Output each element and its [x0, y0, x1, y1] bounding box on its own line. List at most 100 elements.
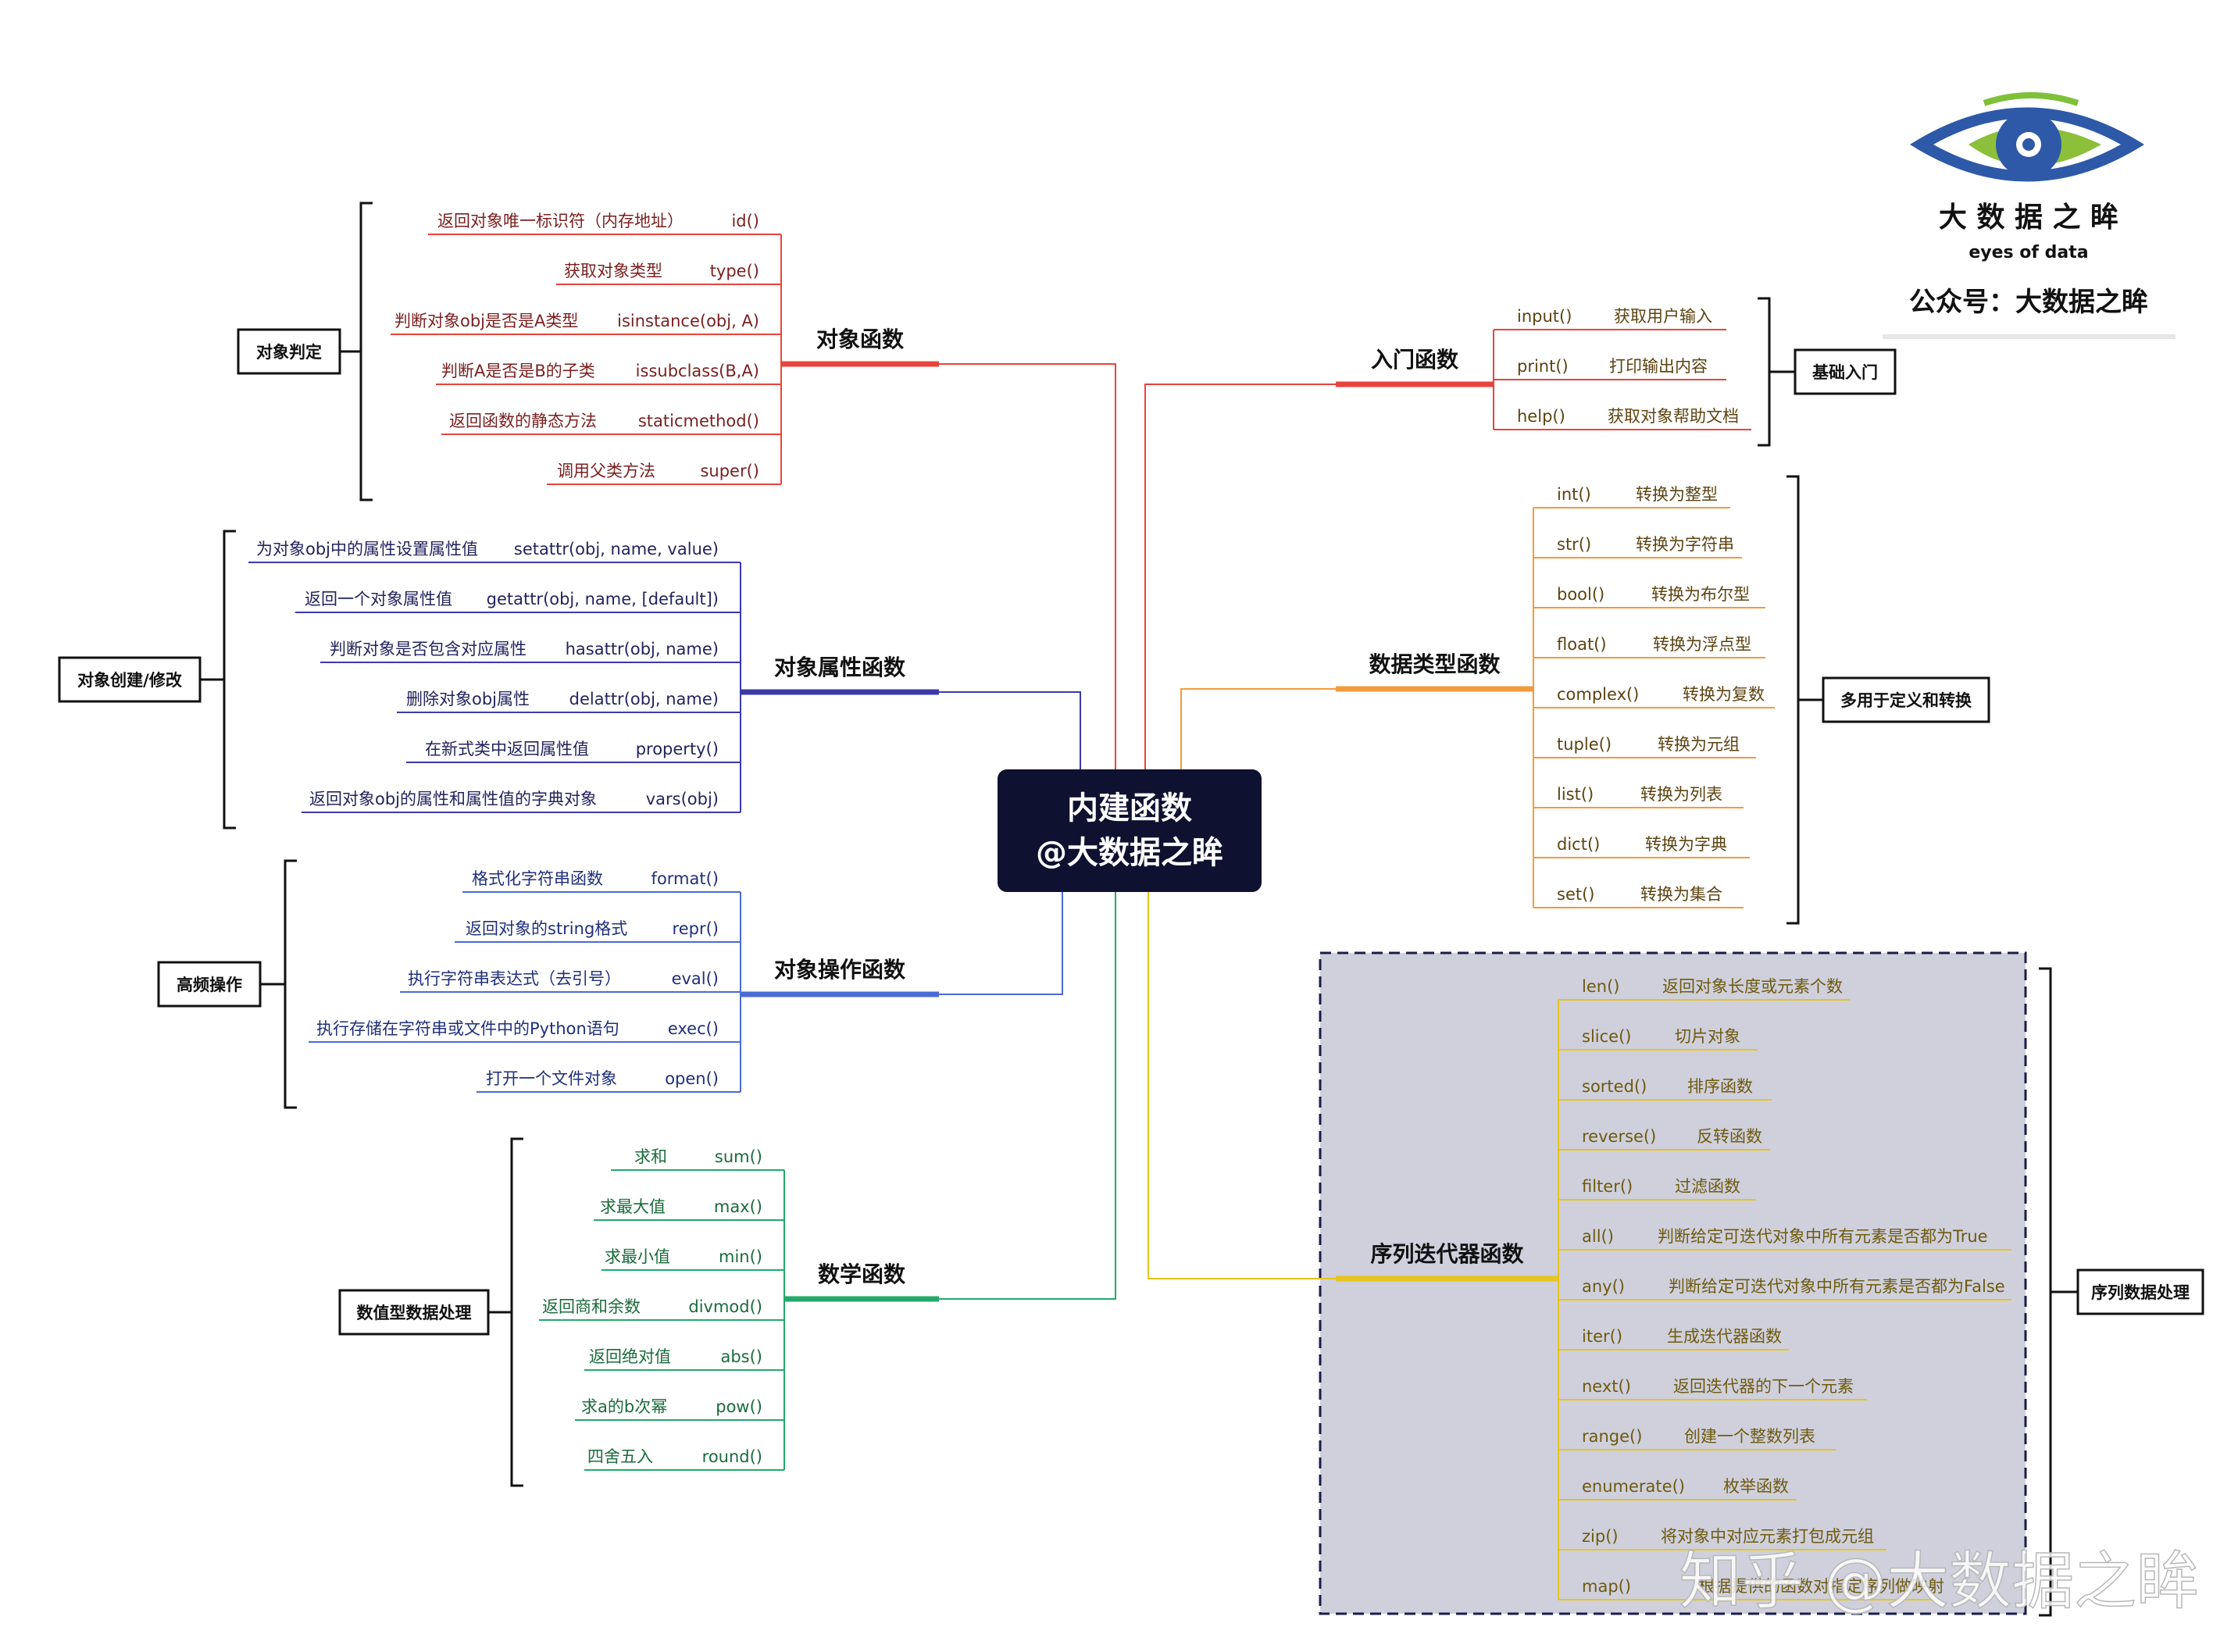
function-name: repr(): [673, 919, 719, 938]
category-label-box: [338, 1289, 490, 1336]
function-name: bool(): [1557, 585, 1604, 604]
function-name: min(): [719, 1247, 762, 1266]
function-description: 判断给定可迭代对象中所有元素是否都为True: [1658, 1227, 1988, 1246]
function-description: 转换为复数: [1683, 685, 1765, 704]
function-name: map(): [1582, 1577, 1631, 1596]
seq-panel-background: [1319, 951, 2027, 1615]
seq_func-connector: [1148, 892, 1336, 1279]
function-description: 转换为字典: [1645, 835, 1727, 854]
function-name: zip(): [1582, 1527, 1619, 1546]
function-name: id(): [731, 212, 759, 230]
group-bracket: [359, 202, 373, 501]
function-name: float(): [1557, 635, 1607, 654]
function-description: 调用父类方法: [557, 462, 655, 480]
function-name: reverse(): [1582, 1127, 1656, 1146]
function-description: 转换为元组: [1658, 735, 1740, 754]
function-name: help(): [1517, 407, 1565, 426]
category-label-box: [2076, 1268, 2204, 1315]
function-name: len(): [1582, 977, 1619, 996]
branch-title: 对象函数: [816, 326, 905, 352]
category-label: 数值型数据处理: [357, 1304, 472, 1322]
function-name: filter(): [1582, 1177, 1633, 1196]
category-label-box: [1794, 348, 1897, 395]
function-description: 返回一个对象属性值: [305, 590, 452, 608]
group-bracket: [1786, 475, 1800, 925]
function-name: vars(obj): [646, 790, 719, 808]
function-name: dict(): [1557, 835, 1600, 854]
category-label-box: [58, 656, 202, 703]
function-name: format(): [651, 869, 719, 888]
function-description: 转换为整型: [1636, 485, 1718, 504]
function-description: 求和: [634, 1147, 667, 1166]
function-description: 将对象中对应元素打包成元组: [1661, 1527, 1874, 1546]
branch-title: 数据类型函数: [1369, 651, 1501, 677]
function-name: setattr(obj, name, value): [514, 540, 719, 558]
function-name: hasattr(obj, name): [566, 640, 719, 658]
function-description: 返回对象唯一标识符（内存地址）: [437, 212, 684, 230]
function-description: 创建一个整数列表: [1684, 1427, 1815, 1446]
function-description: 反转函数: [1697, 1127, 1762, 1146]
function-description: 转换为布尔型: [1651, 585, 1750, 604]
branch-title: 对象操作函数: [774, 957, 906, 983]
watermark: 知乎 @大数据之眸: [1679, 1545, 2199, 1618]
function-name: super(): [700, 462, 759, 480]
function-name: range(): [1582, 1427, 1642, 1446]
function-description: 在新式类中返回属性值: [425, 740, 589, 758]
function-description: 返回绝对值: [589, 1347, 671, 1366]
function-description: 判断A是否是B的子类: [441, 362, 595, 380]
obj_func-connector: [939, 363, 1116, 769]
function-name: sorted(): [1582, 1077, 1647, 1096]
function-description: 求a的b次幂: [581, 1397, 667, 1416]
function-description: 执行字符串表达式（去引号）: [408, 969, 621, 988]
function-name: exec(): [668, 1019, 719, 1038]
category-label: 多用于定义和转换: [1840, 691, 1972, 710]
function-name: eval(): [672, 969, 719, 988]
function-name: isinstance(obj, A): [617, 312, 759, 330]
function-description: 排序函数: [1687, 1077, 1753, 1096]
function-name: complex(): [1557, 685, 1639, 704]
function-name: str(): [1557, 535, 1591, 554]
category-label: 基础入门: [1812, 363, 1878, 382]
function-description: 打开一个文件对象: [486, 1069, 617, 1088]
category-label: 序列数据处理: [2091, 1283, 2190, 1302]
group-bracket: [2039, 967, 2052, 1617]
function-description: 转换为集合: [1640, 885, 1722, 904]
branch-title: 数学函数: [818, 1261, 906, 1287]
function-name: enumerate(): [1582, 1477, 1685, 1496]
function-description: 获取对象类型: [564, 262, 662, 280]
function-description: 判断对象obj是否是A类型: [394, 312, 578, 330]
function-description: 为对象obj中的属性设置属性值: [256, 540, 478, 558]
account-label: 公众号：大数据之眸: [1909, 287, 2148, 318]
function-description: 返回商和余数: [542, 1297, 641, 1316]
function-description: 执行存储在字符串或文件中的Python语句: [316, 1019, 619, 1038]
math_func-connector: [939, 892, 1116, 1300]
function-description: 获取用户输入: [1614, 307, 1712, 326]
function-description: 求最大值: [600, 1197, 666, 1216]
function-description: 求最小值: [605, 1247, 670, 1266]
function-name: int(): [1557, 485, 1591, 504]
function-description: 返回对象的string格式: [466, 919, 627, 938]
function-name: getattr(obj, name, [default]): [487, 590, 719, 608]
function-name: input(): [1517, 307, 1572, 326]
branch-title: 对象属性函数: [774, 655, 906, 680]
function-description: 四舍五入: [587, 1447, 653, 1466]
function-description: 转换为字符串: [1636, 535, 1734, 554]
center-subtitle: @大数据之眸: [1036, 835, 1223, 871]
function-name: divmod(): [688, 1297, 762, 1316]
function-description: 返回对象obj的属性和属性值的字典对象: [309, 790, 597, 808]
function-description: 返回对象长度或元素个数: [1662, 977, 1843, 996]
category-label: 对象判定: [256, 343, 322, 362]
center-title: 内建函数: [1067, 790, 1192, 826]
function-description: 删除对象obj属性: [406, 690, 530, 708]
function-description: 返回函数的静态方法: [449, 412, 597, 430]
function-description: 生成迭代器函数: [1667, 1327, 1782, 1346]
function-name: next(): [1582, 1377, 1631, 1396]
function-name: type(): [710, 262, 759, 280]
type_func-connector: [1180, 688, 1336, 769]
function-description: 根据提供的函数对指定序列做映射: [1698, 1577, 1944, 1596]
op_func-connector: [939, 892, 1063, 995]
function-name: open(): [665, 1069, 719, 1088]
category-label-box: [237, 328, 341, 375]
function-description: 打印输出内容: [1609, 357, 1708, 376]
